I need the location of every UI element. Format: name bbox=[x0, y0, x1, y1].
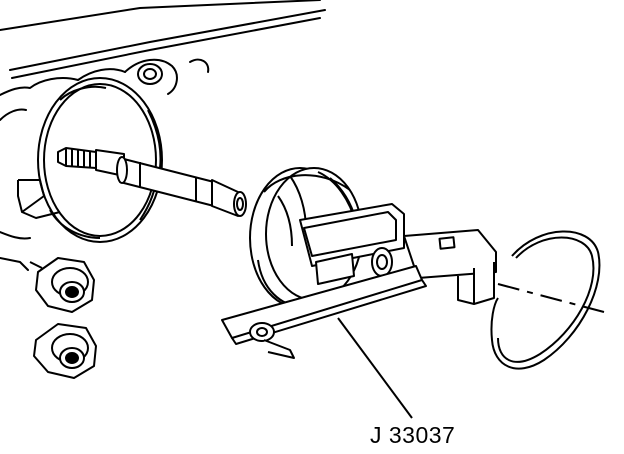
nut-upper bbox=[30, 258, 94, 312]
snap-ring bbox=[491, 231, 599, 368]
axis-centerline bbox=[498, 284, 604, 312]
nut-lower bbox=[34, 324, 96, 378]
housing-casting bbox=[0, 0, 325, 270]
tool-bracket bbox=[222, 204, 496, 358]
output-shaft bbox=[58, 148, 246, 216]
tool-callout-label: J 33037 bbox=[370, 422, 456, 448]
callout-leader-line bbox=[338, 318, 412, 418]
